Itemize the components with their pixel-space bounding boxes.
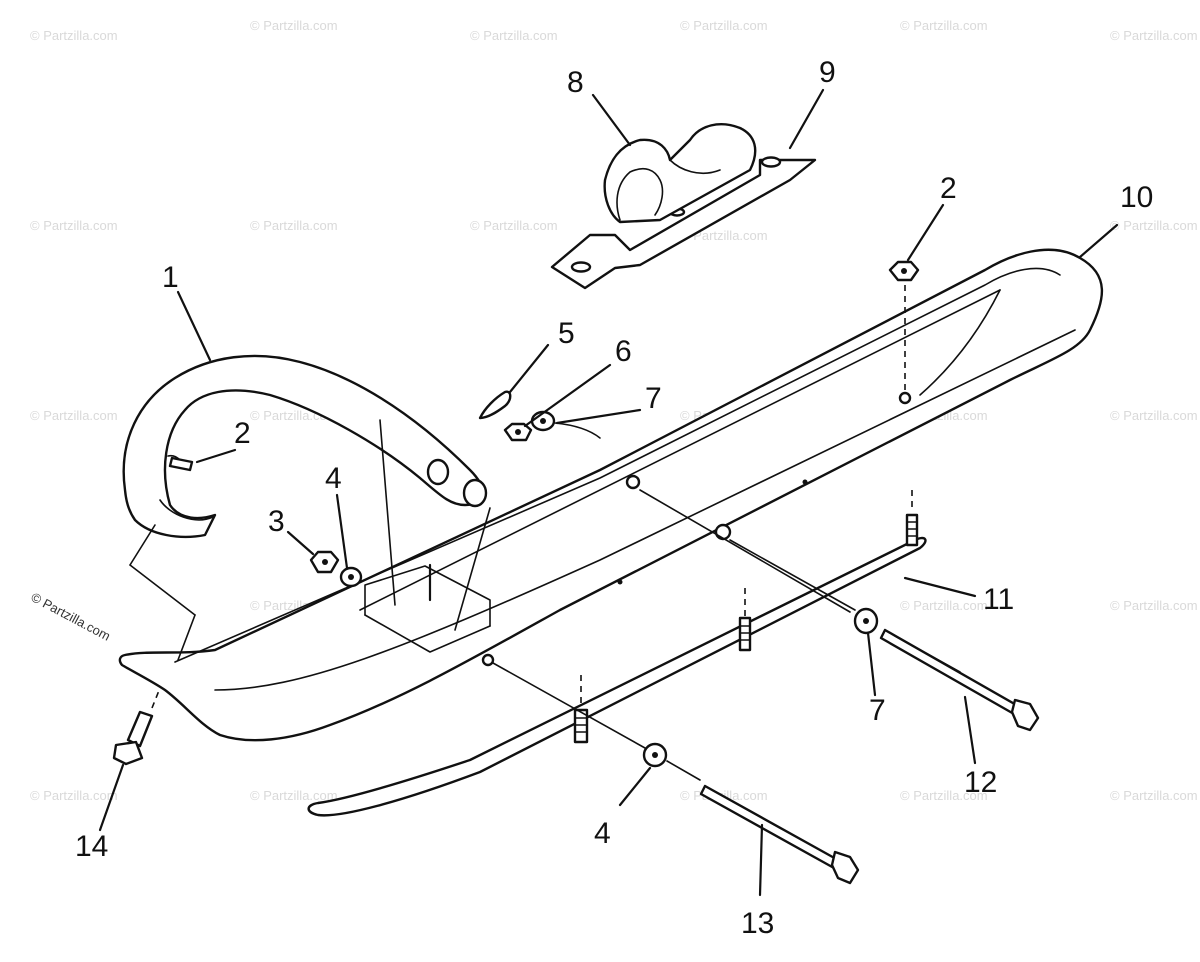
- callout-number: 2: [940, 172, 957, 205]
- watermark: © Partzilla.com: [470, 218, 558, 233]
- wear-bar-stud[interactable]: [905, 513, 919, 547]
- cotter-pin[interactable]: [478, 390, 512, 420]
- watermark: © Partzilla.com: [680, 18, 768, 33]
- callout-number: 4: [325, 462, 342, 495]
- callout-number: 8: [567, 66, 584, 99]
- loop-guide-line: [379, 419, 396, 606]
- watermark: © Partzilla.com: [1110, 28, 1198, 43]
- leader-lines: [98, 88, 1119, 897]
- nut[interactable]: [888, 260, 920, 282]
- saddle[interactable]: [603, 123, 757, 224]
- watermark-side: © Partzilla.com: [29, 589, 113, 643]
- bolt[interactable]: [699, 784, 860, 885]
- bolt[interactable]: [879, 628, 1040, 732]
- watermark: © Partzilla.com: [680, 228, 768, 243]
- callout-number: 12: [964, 766, 997, 799]
- watermark: © Partzilla.com: [250, 218, 338, 233]
- watermark: © Partzilla.com: [1110, 598, 1198, 613]
- wear-bar-stud[interactable]: [573, 708, 589, 744]
- assembly-line: [729, 539, 856, 611]
- callout-number: 1: [162, 261, 179, 294]
- watermark: © Partzilla.com: [250, 788, 338, 803]
- watermark: © Partzilla.com: [900, 788, 988, 803]
- callout-number: 9: [819, 56, 836, 89]
- saddle-plate[interactable]: [550, 156, 817, 290]
- watermark: © Partzilla.com: [30, 218, 118, 233]
- washer[interactable]: [530, 410, 556, 432]
- assembly-line: [492, 662, 646, 749]
- callout-number: 2: [234, 417, 251, 450]
- watermark: © Partzilla.com: [1110, 788, 1198, 803]
- watermark: © Partzilla.com: [1110, 408, 1198, 423]
- assembly-line: [151, 687, 161, 709]
- watermark: © Partzilla.com: [900, 598, 988, 613]
- watermark: © Partzilla.com: [1110, 218, 1198, 233]
- loop-guide-line: [454, 507, 491, 631]
- callouts: 1 2 2 3 4 4 5 6 7 7 8 9 10 11 12 13 14: [75, 56, 1153, 940]
- nut[interactable]: [503, 422, 533, 442]
- assembly-line: [666, 760, 701, 781]
- wear-bar-stud[interactable]: [738, 616, 752, 652]
- loop-guide-line: [129, 524, 156, 566]
- callout-number: 11: [983, 583, 1014, 616]
- watermark: © Partzilla.com: [30, 788, 118, 803]
- nut[interactable]: [309, 550, 340, 574]
- bolt[interactable]: [112, 710, 154, 766]
- watermark: © Partzilla.com: [250, 18, 338, 33]
- callout-number: 13: [741, 907, 774, 940]
- loop-guide-line: [177, 614, 196, 661]
- callout-number: 5: [558, 317, 575, 350]
- cotter-pin[interactable]: [168, 456, 194, 472]
- washer[interactable]: [642, 742, 668, 768]
- callout-number: 10: [1120, 181, 1153, 214]
- watermark: © Partzilla.com: [30, 28, 118, 43]
- loop-guide-line: [129, 564, 196, 616]
- washer[interactable]: [853, 607, 879, 635]
- callout-number: 6: [615, 335, 632, 368]
- washer[interactable]: [339, 566, 363, 588]
- callout-number: 4: [594, 817, 611, 850]
- watermark: © Partzilla.com: [900, 18, 988, 33]
- callout-number: 3: [268, 505, 285, 538]
- assembly-line: [554, 422, 601, 439]
- callout-number: 14: [75, 830, 108, 863]
- wear-bar[interactable]: [307, 536, 927, 817]
- callout-number: 7: [645, 382, 662, 415]
- assembly-line: [639, 489, 851, 613]
- callout-number: 7: [869, 694, 886, 727]
- watermark: © Partzilla.com: [30, 408, 118, 423]
- ski-loop[interactable]: [122, 354, 488, 539]
- ski[interactable]: [118, 248, 1104, 742]
- watermark: © Partzilla.com: [470, 28, 558, 43]
